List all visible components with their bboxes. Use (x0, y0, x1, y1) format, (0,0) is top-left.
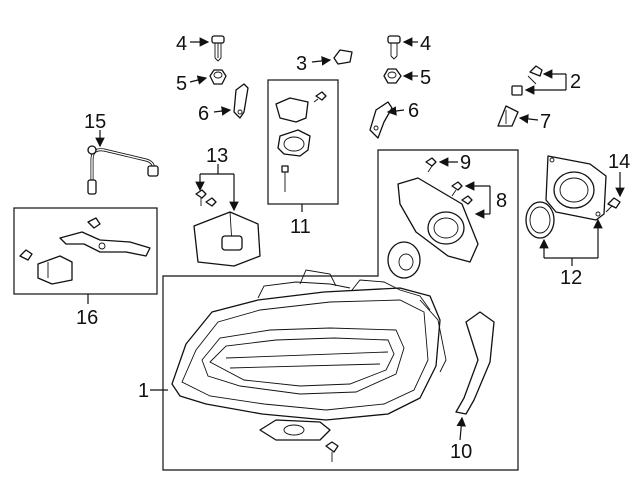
grommet (387, 241, 421, 279)
callout-15: 15 (84, 111, 106, 133)
leader-lines (87, 37, 625, 441)
headlamp-assembly-part-1 (171, 269, 447, 462)
mounting-plate-part-8 (397, 157, 479, 263)
callout-4-left: 4 (176, 33, 187, 55)
callout-6-right: 6 (408, 100, 419, 122)
callout-7: 7 (540, 111, 551, 133)
callout-3: 3 (296, 53, 307, 75)
bolt-part-4-left (211, 35, 225, 62)
callout-1: 1 (138, 380, 149, 402)
callout-5-left: 5 (176, 73, 187, 95)
callout-14: 14 (608, 151, 630, 173)
wiring-harness-part-15 (87, 145, 159, 195)
screw-part-14 (605, 197, 621, 213)
callout-5-right: 5 (420, 67, 431, 89)
callout-8: 8 (496, 190, 507, 212)
callout-2: 2 (570, 71, 581, 93)
bracket-part-6-right (369, 101, 393, 139)
clip-part-7 (497, 105, 519, 127)
callout-10: 10 (450, 441, 472, 463)
callout-6-left: 6 (198, 103, 209, 125)
bolt-part-4-right (387, 35, 401, 60)
callout-12: 12 (560, 267, 582, 289)
callout-4-right: 4 (420, 33, 431, 55)
trim-strip-part-10 (455, 311, 495, 415)
bracket-group-frame (13, 207, 158, 295)
bracket-set-part-16 (19, 217, 151, 285)
clip-part-3 (333, 49, 353, 65)
headlamp-assembly-frame (162, 149, 519, 471)
leveling-motor-part-11 (275, 91, 327, 192)
bracket-part-6-left (233, 83, 249, 119)
callout-9: 9 (460, 152, 471, 174)
callout-16: 16 (76, 307, 98, 329)
housing-cover-part-12 (525, 155, 607, 239)
callout-11: 11 (290, 216, 311, 238)
control-module-part-13 (193, 189, 261, 267)
screw-part-2 (511, 65, 543, 96)
callout-13: 13 (206, 145, 228, 167)
nut-part-5-left (209, 69, 227, 85)
adjuster-group-frame (267, 79, 339, 205)
nut-part-5-right (383, 68, 402, 84)
